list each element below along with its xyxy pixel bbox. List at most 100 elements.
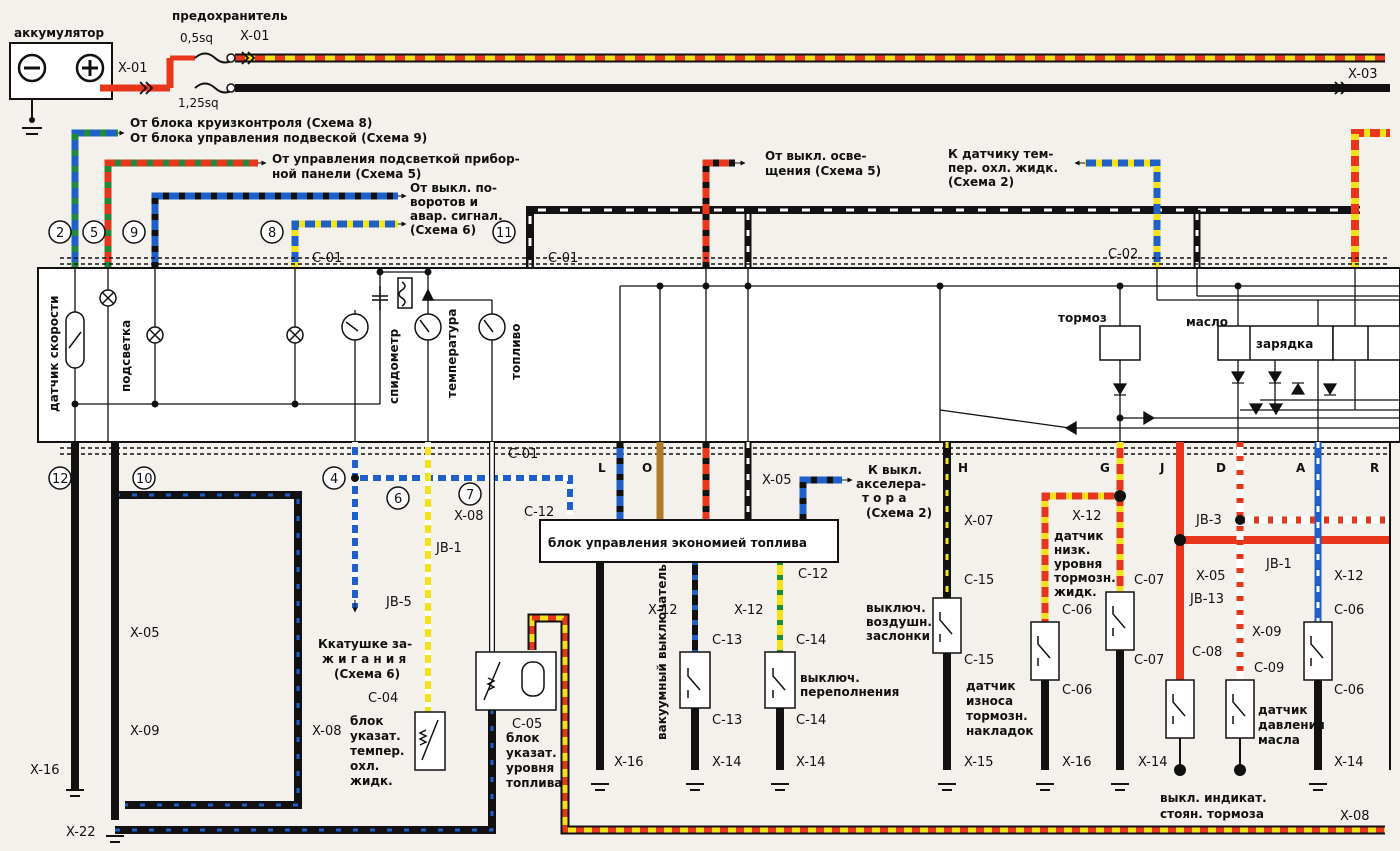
- pin-5: 5: [90, 226, 98, 241]
- connector-x14-c: X-14: [1138, 755, 1168, 770]
- pin-R: R: [1370, 461, 1379, 475]
- accel-label-2: акселера-: [856, 477, 926, 491]
- wire-junction-dots: [111, 474, 1246, 776]
- pad-wear-label-4: накладок: [966, 724, 1034, 738]
- connector-x14-d: X-14: [1334, 755, 1364, 770]
- connector-c01-b: C-01: [548, 251, 578, 266]
- turn-label-2: воротов и: [410, 195, 478, 209]
- vacuum-switch-label: вакуумный выключатель: [655, 564, 669, 740]
- brake-fluid-label-3: уровня: [1054, 557, 1102, 571]
- temperature-label: температура: [445, 309, 459, 398]
- temp-gauge-label-2: указат.: [350, 729, 401, 743]
- pin-10: 10: [136, 472, 153, 487]
- upper-feed-wires: [60, 129, 1390, 268]
- diode-icons: [1064, 371, 1338, 436]
- ground-symbols: [66, 783, 1327, 843]
- connector-c15-b: C-15: [964, 653, 994, 668]
- lower-connector-line: [60, 447, 1390, 455]
- overflow-label-2: переполнения: [800, 685, 899, 699]
- fuel-gauge-label-2: указат.: [506, 746, 557, 760]
- connector-x14-a: X-14: [712, 755, 742, 770]
- pad-wear-label-1: датчик: [966, 679, 1016, 693]
- pin-D: D: [1216, 461, 1226, 475]
- fuse-large-label: 1,25sq: [178, 96, 219, 110]
- connector-c13-a: C-13: [712, 633, 742, 648]
- connector-c07-a: C-07: [1134, 573, 1164, 588]
- temp-sensor-label-2: пер. охл. жидк.: [948, 161, 1058, 175]
- speedometer-label: спидометр: [387, 328, 401, 404]
- fuel-gauge-label-3: уровня: [506, 761, 554, 775]
- pin-H: H: [958, 461, 968, 475]
- pin-11: 11: [496, 226, 513, 241]
- brake-fluid-label-5: жидк.: [1054, 585, 1097, 599]
- connector-c01-a: C-01: [312, 251, 342, 266]
- brake-fluid-label-4: тормозн.: [1054, 571, 1116, 585]
- connector-c09: C-09: [1254, 661, 1284, 676]
- temp-sensor-label-3: (Схема 2): [948, 175, 1014, 189]
- economy-unit-block: [539, 519, 839, 563]
- connector-x01-right: X-01: [240, 29, 270, 44]
- indicator-blocks: [1099, 325, 1400, 361]
- speed-sensor-icon: [65, 311, 85, 369]
- connector-x16-b: X-16: [614, 755, 644, 770]
- instrument-cluster-panel: [37, 267, 1400, 443]
- connector-jb1-a: JB-1: [435, 541, 462, 556]
- temp-sensor-label-1: К датчику тем-: [948, 147, 1053, 161]
- connector-jb5: JB-5: [385, 595, 412, 610]
- main-feed-wires: [100, 51, 1390, 95]
- fuel-label: топливо: [509, 323, 523, 380]
- accel-label-3: т о р а: [862, 491, 906, 505]
- turn-label-3: авар. сигнал.: [410, 209, 503, 223]
- temp-gauge-label-5: жидк.: [350, 774, 393, 788]
- connector-c06-d: C-06: [1334, 683, 1364, 698]
- connector-c14-a: C-14: [796, 633, 826, 648]
- connector-x03: X-03: [1348, 67, 1378, 82]
- temp-gauge-label-1: блок: [350, 714, 384, 728]
- lights-label-1: От выкл. осве-: [765, 149, 867, 163]
- lights-label-2: щения (Схема 5): [765, 164, 881, 178]
- economy-unit-label: блок управления экономией топлива: [548, 536, 807, 550]
- from-cruise-label: От блока круизконтроля (Схема 8): [130, 116, 372, 130]
- pin-6: 6: [394, 492, 402, 507]
- connector-x12-b: X-12: [734, 603, 764, 618]
- lamp-icons: [99, 289, 304, 344]
- connector-x16-c: X-16: [1062, 755, 1092, 770]
- connector-x12-a: X-12: [648, 603, 678, 618]
- gauge-icons: [341, 313, 506, 341]
- connector-x01-left: X-01: [118, 61, 148, 76]
- pin-9: 9: [130, 226, 138, 241]
- junction-dots: [71, 268, 1242, 422]
- charge-label: зарядка: [1256, 337, 1313, 351]
- oil-pressure-label-2: давления: [1258, 718, 1325, 732]
- connector-x12-d: X-12: [1334, 569, 1364, 584]
- backlight-ctrl-label-1: От управления подсветкой прибор-: [272, 152, 520, 166]
- choke-label-2: воздушн.: [866, 615, 932, 629]
- connector-c04: C-04: [368, 691, 398, 706]
- pin-12: 12: [52, 472, 69, 487]
- pin-4: 4: [330, 472, 338, 487]
- temp-gauge-label-4: охл.: [350, 759, 379, 773]
- pad-wear-label-3: тормозн.: [966, 709, 1028, 723]
- pin-8: 8: [268, 226, 276, 241]
- backlight-label: подсветка: [119, 320, 133, 392]
- brake-fluid-label-1: датчик: [1054, 529, 1104, 543]
- connector-c12-b: C-12: [798, 567, 828, 582]
- accel-label-4: (Схема 2): [866, 506, 932, 520]
- connector-x08-b: X-08: [454, 509, 484, 524]
- choke-label-1: выключ.: [866, 601, 926, 615]
- brake-fluid-label-2: низк.: [1054, 543, 1090, 557]
- connector-x09-a: X-09: [130, 724, 160, 739]
- connector-c06-a: C-06: [1062, 603, 1092, 618]
- connector-x08-c: X-08: [1340, 809, 1370, 824]
- turn-label-4: (Схема 6): [410, 223, 476, 237]
- connector-c07-b: C-07: [1134, 653, 1164, 668]
- switch-blocks: [414, 591, 1333, 771]
- speed-sensor-label: датчик скорости: [47, 295, 61, 412]
- pin-G: G: [1100, 461, 1110, 475]
- fuel-gauge-label-1: блок: [506, 731, 540, 745]
- connector-c08: C-08: [1192, 645, 1222, 660]
- ignition-label-3: (Схема 6): [334, 667, 400, 681]
- backlight-ctrl-label-2: ной панели (Схема 5): [272, 167, 421, 181]
- lower-wires: [71, 442, 1391, 835]
